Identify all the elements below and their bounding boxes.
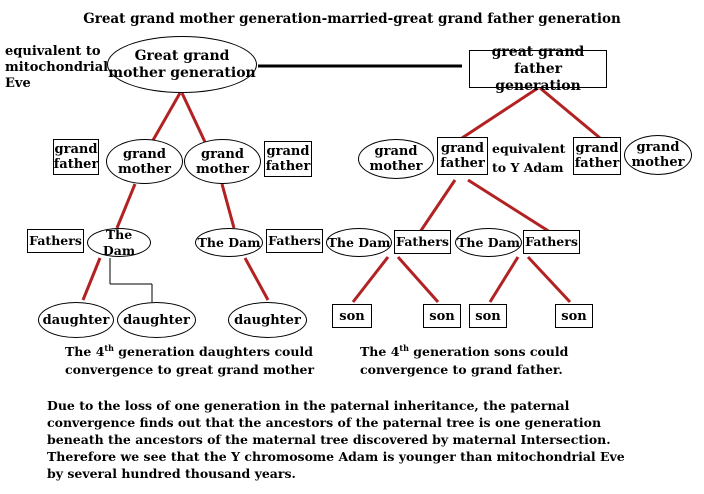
edge-fathers-3-son-2 (396, 256, 440, 303)
grandfather-node-left-2: grand father (264, 141, 312, 177)
son-node-2: son (423, 304, 461, 328)
sons-caption: The 4th generation sons could convergenc… (360, 343, 568, 379)
edge-grandfather-fathers-3 (418, 179, 457, 233)
label-a: grand (54, 142, 98, 157)
edge-grandfather-fathers-4 (467, 178, 551, 234)
great-grandmother-node: Great grand mother generation (107, 36, 257, 93)
edge-grandmother-2-dam-2 (220, 183, 236, 229)
sons-caption-line-2: convergence to grand father. (360, 362, 563, 377)
edge-dam-2-daughter-3 (243, 257, 270, 301)
label-b: father (53, 157, 99, 172)
grandmother-node-left-1: grand mother (106, 139, 183, 184)
explanation-line-2: convergence finds out that the ancestors… (47, 415, 602, 430)
label-a: grand (201, 146, 244, 162)
grandmother-node-right-2: grand mother (624, 135, 692, 175)
explanation-line-5: by several hundred thousand years. (47, 466, 296, 481)
ggm-line-2: mother generation (108, 64, 256, 81)
great-grandfather-node: great grand father generation (469, 44, 607, 94)
ggf-line-1: great grand father (491, 43, 585, 77)
grandfather-node-left-1: grand father (53, 139, 99, 175)
son-node-3: son (469, 304, 507, 328)
adam-note: equivalent to Y Adam (492, 139, 565, 177)
eve-note: equivalent to mitochondrial Eve (5, 44, 108, 92)
daughters-caption: The 4th generation daughters could conve… (65, 343, 314, 379)
dam-node-1: The Dam (87, 227, 151, 258)
dam-node-4: The Dam (455, 228, 522, 257)
caption-pre: The 4 (360, 344, 400, 359)
eve-note-line-1: equivalent to (5, 44, 101, 59)
caption-sup: th (399, 342, 409, 353)
label-a: grand (575, 141, 619, 156)
label-b: mother (117, 161, 171, 177)
grandfather-node-right-2: grand father (573, 137, 621, 175)
label-b: mother (631, 155, 685, 170)
edge-fathers-3-son-1 (351, 256, 390, 303)
explanation-paragraph: Due to the loss of one generation in the… (47, 397, 625, 482)
edge-ggm-grandmother-1 (150, 92, 182, 143)
eve-note-line-3: Eve (5, 76, 31, 91)
label-b: father (440, 156, 485, 171)
label-b: father (265, 159, 311, 174)
edge-grandmother-1-dam-1 (115, 183, 137, 229)
dam-node-2: The Dam (195, 228, 263, 257)
daughter-node-2: daughter (117, 302, 196, 338)
son-node-4: son (555, 304, 593, 328)
caption-pre: The 4 (65, 344, 105, 359)
daughter-node-1: daughter (38, 302, 114, 338)
edge-ggf-grandfather (461, 86, 539, 140)
son-node-1: son (332, 304, 372, 328)
caption-post: generation daughters could (113, 344, 313, 359)
edge-dam-1-daughter-1 (81, 257, 102, 301)
label-b: father (574, 156, 620, 171)
fathers-node-4: Fathers (523, 230, 580, 254)
fathers-node-3: Fathers (394, 230, 451, 254)
daughters-caption-line-2: convergence to great grand mother (65, 362, 315, 377)
edge-fathers-4-son-4 (526, 255, 572, 304)
explanation-line-1: Due to the loss of one generation in the… (47, 398, 570, 413)
adam-note-line-2: to Y Adam (492, 160, 564, 175)
label-a: grand (123, 146, 166, 162)
fathers-node-1: Fathers (27, 229, 84, 253)
eve-note-line-2: mitochondrial (5, 60, 109, 75)
edge-fathers-4-son-3 (488, 256, 520, 303)
grandmother-node-right-1: grand mother (358, 139, 434, 179)
grandmother-node-left-2: grand mother (184, 139, 261, 184)
label-a: grand (636, 140, 680, 155)
explanation-line-3: beneath the ancestors of the maternal tr… (47, 432, 611, 447)
daughter-node-3: daughter (228, 302, 307, 338)
label-a: grand (374, 144, 418, 159)
edge-ggm-grandmother-2 (180, 92, 207, 143)
label-a: grand (266, 144, 310, 159)
fathers-node-2: Fathers (266, 229, 323, 253)
explanation-line-4: Therefore we see that the Y chromosome A… (47, 449, 625, 464)
diagram-title: Great grand mother generation-married-gr… (83, 11, 621, 27)
label-a: grand (441, 141, 484, 156)
label-b: mother (369, 159, 423, 174)
edge-ggf-grandfather-2 (539, 86, 601, 140)
sons-caption-line-1: The 4th generation sons could (360, 343, 568, 361)
caption-sup: th (104, 342, 114, 353)
label-b: mother (195, 161, 249, 177)
daughters-caption-line-1: The 4th generation daughters could (65, 343, 314, 361)
grandfather-node-right-1: grand father (437, 137, 488, 175)
ggm-line-1: Great grand (134, 47, 230, 64)
dam-node-3: The Dam (326, 228, 392, 257)
caption-post: generation sons could (408, 344, 569, 359)
ggf-line-2: generation (495, 77, 581, 94)
adam-note-line-1: equivalent (492, 141, 566, 156)
